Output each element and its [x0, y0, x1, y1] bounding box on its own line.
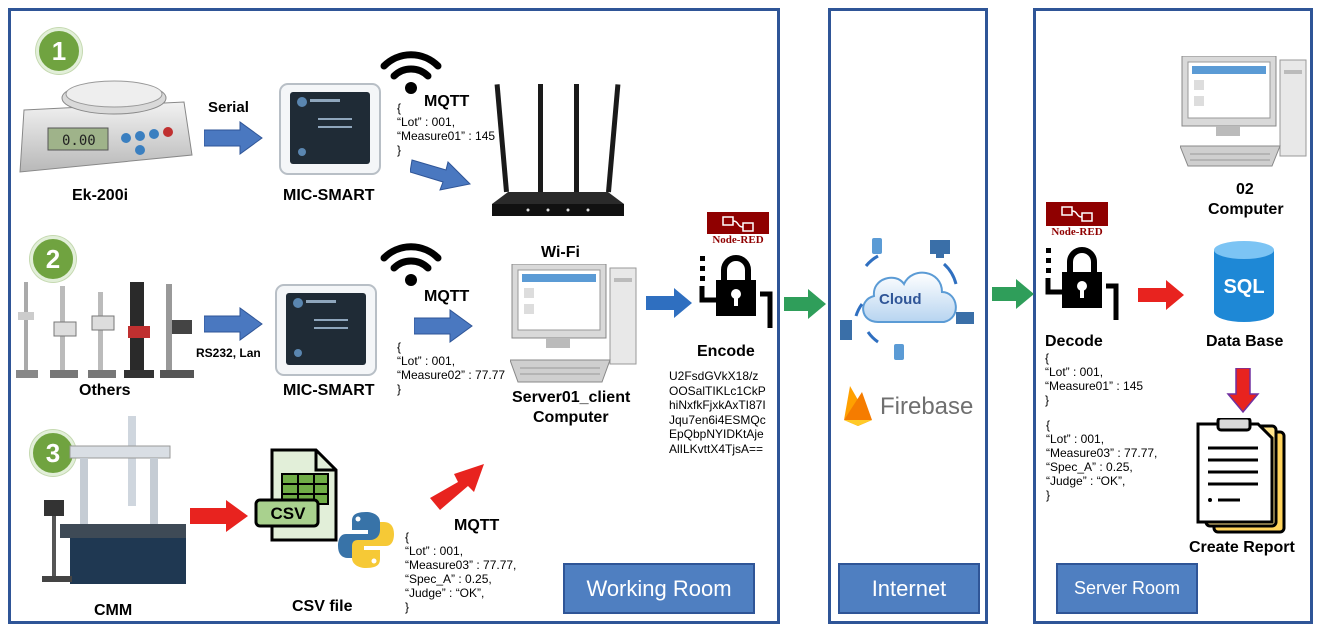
- csv-file-label: CSV file: [292, 598, 353, 615]
- create-report-label: Create Report: [1189, 539, 1295, 556]
- green-arrow: [784, 289, 826, 319]
- cloud-icon: [840, 238, 974, 360]
- csv-file-icon: [254, 448, 338, 542]
- decoded-payload-1: { “Lot” : 001, “Measure01” : 145 }: [1045, 351, 1144, 407]
- computer02-label-2: Computer: [1208, 201, 1284, 218]
- wifi-icon: [380, 51, 442, 94]
- red-arrow: [430, 464, 484, 510]
- payload-1: { “Lot” : 001, “Measure01” : 145 }: [397, 101, 496, 157]
- wifi-label: Wi-Fi: [541, 244, 580, 261]
- payload-2: { “Lot” : 001, “Measure02” : 77.77 }: [397, 340, 506, 396]
- router-icon: [492, 84, 624, 216]
- cmm-label: CMM: [94, 602, 133, 619]
- mic-smart-1-label: MIC-SMART: [283, 187, 375, 204]
- node-red-text: Node-RED: [1051, 226, 1103, 238]
- encoded-cipher: U2FsdGVkX18/z OOSalTIKLc1CkP hiNxfkFjxkA…: [669, 369, 766, 456]
- computer02-label-1: 02: [1236, 181, 1254, 198]
- rs232-label: RS232, Lan: [196, 346, 261, 360]
- mqtt-2-label: MQTT: [424, 288, 470, 305]
- red-arrow: [1138, 280, 1184, 310]
- mic-smart-2-label: MIC-SMART: [283, 382, 375, 399]
- serial-label: Serial: [208, 99, 249, 116]
- blue-arrow: [204, 121, 263, 155]
- decode-title: Decode: [1045, 333, 1103, 350]
- encode-title: Encode: [697, 343, 755, 360]
- blue-arrow: [414, 309, 473, 343]
- lock-icon: [699, 255, 773, 328]
- computer-icon: [1180, 56, 1307, 167]
- firebase-label: Firebase: [880, 393, 974, 420]
- step-2-badge: 2: [30, 236, 76, 282]
- working-room-label: Working Room: [563, 563, 755, 614]
- firebase-icon: [844, 386, 872, 426]
- computer-icon: [510, 264, 637, 383]
- step-3-badge: 3: [30, 430, 76, 476]
- red-arrow: [1226, 368, 1260, 414]
- blue-arrow: [204, 307, 263, 341]
- blue-arrow: [410, 159, 472, 191]
- svg-text:0.00: 0.00: [62, 133, 96, 149]
- internet-label: Internet: [838, 563, 980, 614]
- red-arrow: [190, 500, 248, 532]
- height-gauges-icon: [16, 282, 194, 378]
- wifi-icon: [380, 243, 442, 286]
- lock-icon: [1045, 247, 1119, 320]
- csv-icon-text: CSV: [270, 504, 306, 523]
- blue-arrow: [646, 288, 692, 318]
- cloud-label: Cloud: [879, 291, 922, 308]
- server-room-label: Server Room: [1056, 563, 1198, 614]
- mic-smart-device-icon: [275, 284, 377, 376]
- server-client-label-1: Server01_client: [512, 389, 631, 406]
- database-label: Data Base: [1206, 333, 1284, 350]
- others-label: Others: [79, 382, 131, 399]
- report-icon: [1196, 418, 1286, 534]
- scale-icon: 0.00: [19, 80, 193, 173]
- step-1-badge: 1: [36, 28, 82, 74]
- sql-text: SQL: [1223, 276, 1265, 298]
- node-red-logo: Node-RED: [707, 212, 769, 248]
- green-arrow: [992, 279, 1034, 309]
- server-client-label-2: Computer: [533, 409, 609, 426]
- mic-smart-device-icon: [279, 83, 381, 175]
- decoded-payload-2: { “Lot” : 001, “Measure03” : 77.77, “Spe…: [1046, 418, 1158, 502]
- node-red-text: Node-RED: [712, 234, 764, 246]
- cmm-machine-icon: [42, 416, 186, 584]
- mqtt-3-label: MQTT: [454, 517, 500, 534]
- payload-3: { “Lot” : 001, “Measure03” : 77.77, “Spe…: [405, 530, 517, 614]
- mqtt-1-label: MQTT: [424, 93, 470, 110]
- database-icon: [1214, 241, 1274, 322]
- node-red-logo: Node-RED: [1046, 202, 1108, 238]
- ek200i-label: Ek-200i: [72, 187, 129, 204]
- python-icon: [338, 512, 394, 568]
